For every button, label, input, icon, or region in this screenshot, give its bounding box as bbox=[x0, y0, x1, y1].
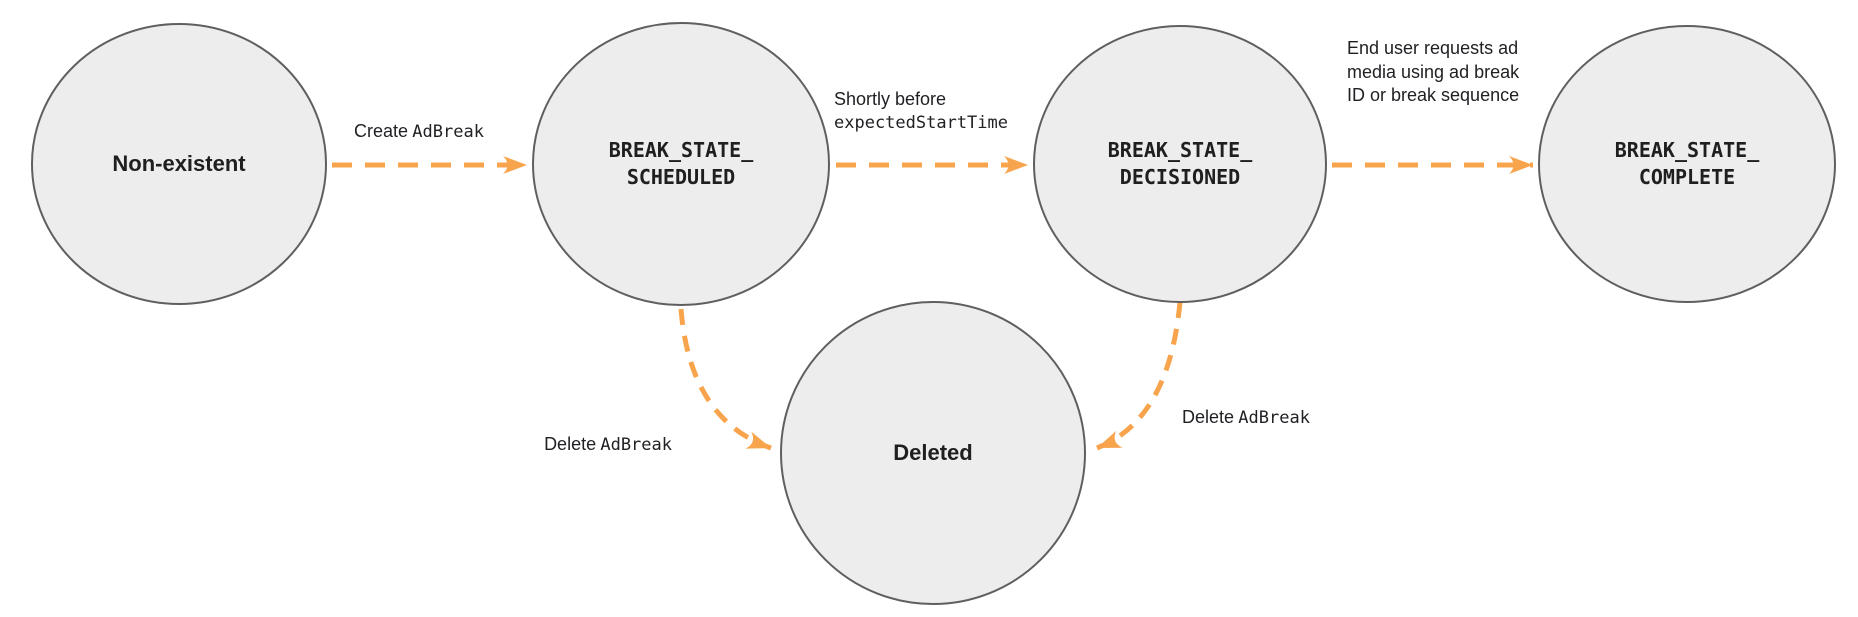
state-label-decisioned: BREAK_STATE_ DECISIONED bbox=[1030, 137, 1330, 191]
state-label-scheduled-line1: BREAK_STATE_ bbox=[608, 138, 754, 162]
state-label-scheduled: BREAK_STATE_ SCHEDULED bbox=[531, 137, 831, 191]
edge-label-create-code: AdBreak bbox=[412, 122, 484, 142]
edge-label-delete-left-code: AdBreak bbox=[600, 435, 672, 455]
edge-label-shortly-code: expectedStartTime bbox=[834, 113, 1008, 133]
state-node-non-existent bbox=[31, 23, 327, 305]
state-label-complete: BREAK_STATE_ COMPLETE bbox=[1537, 137, 1837, 191]
state-label-complete-line2: COMPLETE bbox=[1638, 165, 1736, 189]
state-node-scheduled bbox=[532, 22, 830, 306]
arrow-delete-from-scheduled bbox=[678, 308, 772, 451]
state-label-deleted: Deleted bbox=[893, 440, 973, 465]
state-label-decisioned-line1: BREAK_STATE_ bbox=[1107, 138, 1253, 162]
edge-label-end-user-requests: End user requests ad media using ad brea… bbox=[1347, 38, 1520, 105]
edge-label-delete-left-plain: Delete bbox=[544, 434, 597, 454]
edge-label-create-plain: Create bbox=[354, 121, 409, 141]
arrow-delete-from-decisioned bbox=[1096, 301, 1183, 451]
state-node-decisioned bbox=[1033, 25, 1327, 303]
state-label-scheduled-line2: SCHEDULED bbox=[626, 165, 736, 189]
state-label-complete-line1: BREAK_STATE_ bbox=[1614, 138, 1760, 162]
state-node-complete bbox=[1538, 25, 1836, 303]
state-node-deleted bbox=[780, 301, 1086, 605]
edge-label-delete-right-code: AdBreak bbox=[1238, 408, 1310, 428]
edge-label-shortly-before: Shortly before expectedStartTime bbox=[834, 87, 1008, 135]
state-label-non-existent: Non-existent bbox=[112, 151, 246, 176]
state-label-decisioned-line2: DECISIONED bbox=[1119, 165, 1241, 189]
edge-label-delete-right-plain: Delete bbox=[1182, 407, 1235, 427]
edge-label-shortly-plain: Shortly before bbox=[834, 89, 947, 109]
